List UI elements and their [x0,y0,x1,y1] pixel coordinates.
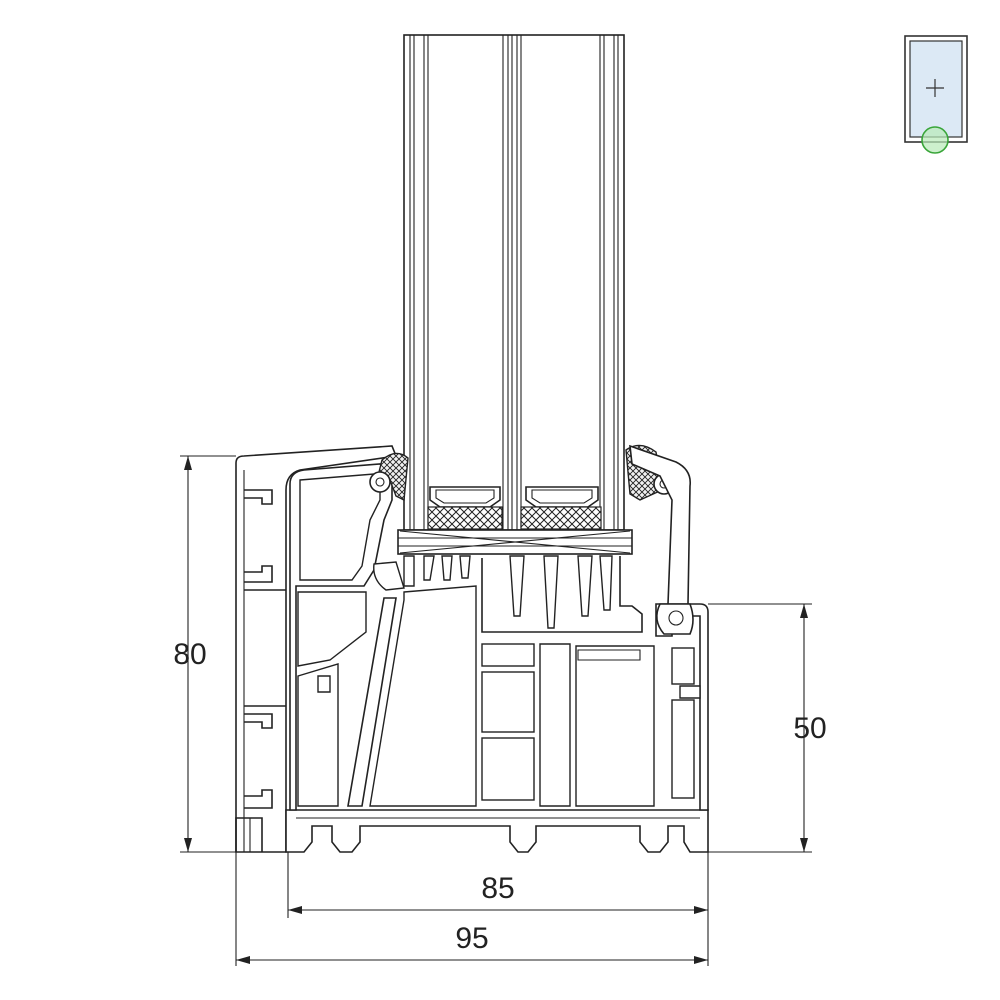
gaskets [369,444,694,635]
section-position-marker [921,126,949,154]
dimension-inner-width: 85 [481,872,514,905]
glass-spacers [427,486,602,530]
setting-block [397,529,633,555]
dimension-sash-height: 50 [793,712,826,745]
window-position-icon [904,35,968,154]
dimension-outer-width: 95 [455,922,488,955]
glazing-unit [403,34,625,531]
sash-profile [289,463,655,811]
dimension-lines [180,455,812,966]
dimension-frame-height: 80 [173,638,206,671]
